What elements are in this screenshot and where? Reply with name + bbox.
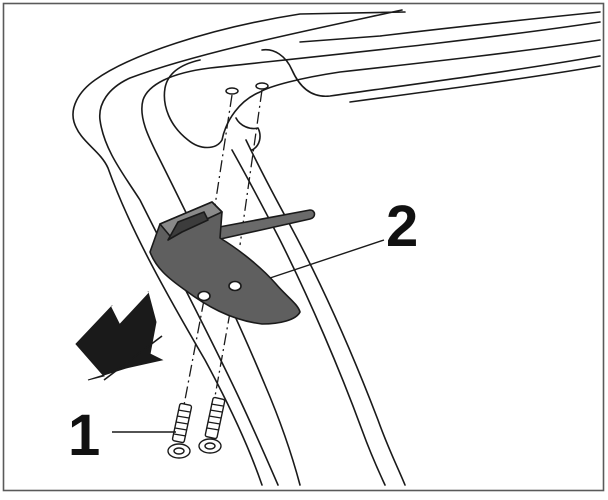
frame-third-contour — [141, 21, 601, 486]
mounting-hole-right — [255, 82, 269, 90]
alignment-line-left-lower — [183, 299, 205, 406]
mounting-hole-left — [225, 87, 239, 95]
frame-border — [2, 2, 605, 492]
alignment-lines — [183, 89, 263, 406]
alignment-line-right-lower — [213, 289, 235, 403]
frame-corner-loop — [163, 39, 601, 149]
bracket-hole-left — [197, 290, 211, 302]
pillar-inner-line — [231, 149, 386, 486]
alignment-line-right-upper — [239, 89, 263, 246]
corner-tab — [235, 117, 261, 151]
arrow-down-left-icon — [75, 290, 164, 381]
roof-rail-lower — [261, 48, 601, 97]
roof-rail-shadow-line — [349, 65, 601, 103]
callout-label-2: 2 — [386, 194, 419, 259]
screw-right — [198, 396, 226, 454]
bracket — [149, 201, 316, 325]
roof-rail-top — [299, 11, 601, 43]
frame-outer-contour — [72, 11, 406, 486]
leader-line-2 — [269, 239, 385, 279]
screws — [167, 396, 226, 459]
bracket-slot — [167, 211, 209, 241]
pillar-inner-line-2 — [245, 139, 406, 486]
bracket-hole-right — [228, 280, 242, 292]
bracket-pin — [213, 209, 316, 241]
bracket-plate — [149, 201, 301, 325]
mounting-holes — [225, 82, 269, 95]
leader-lines — [112, 239, 385, 433]
screw-left — [167, 402, 193, 459]
callout-label-1: 1 — [68, 403, 101, 468]
vehicle-frame — [72, 9, 601, 486]
frame-second-contour — [99, 9, 403, 486]
